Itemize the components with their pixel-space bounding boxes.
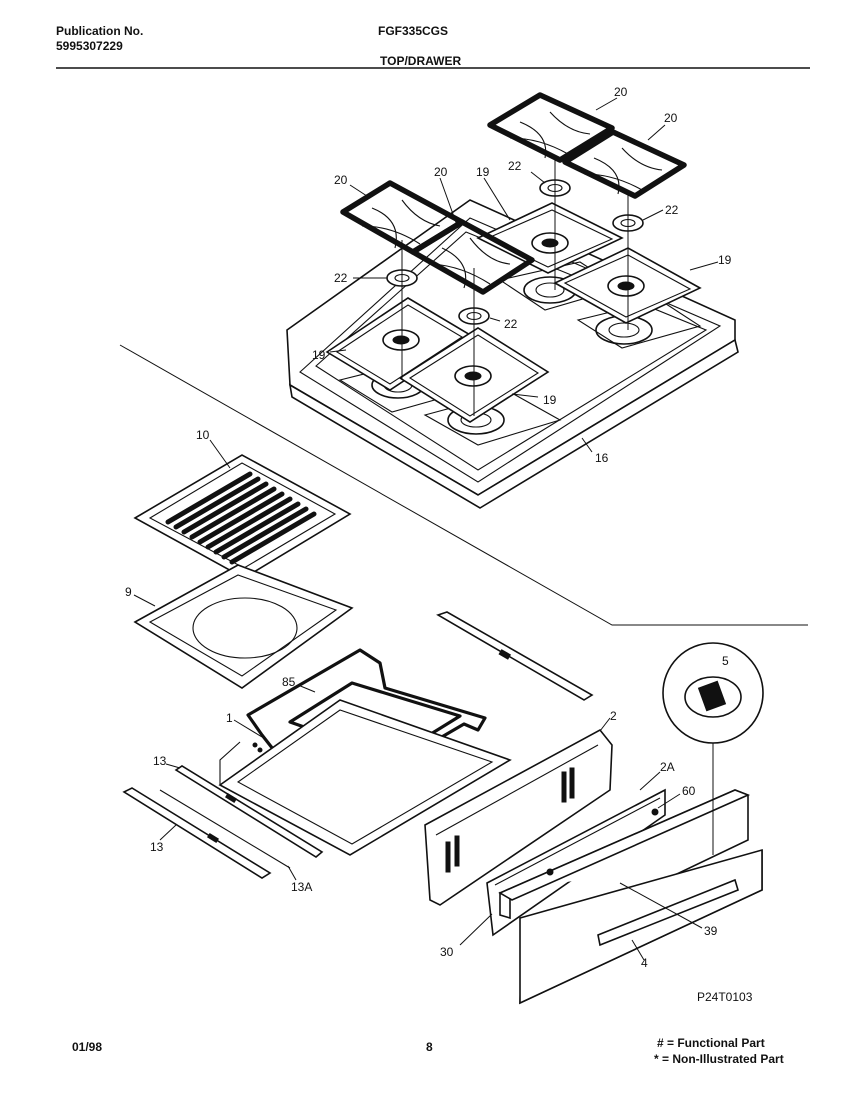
section-divider-line xyxy=(119,344,808,626)
footer-date: 01/98 xyxy=(72,1040,103,1054)
legend-functional-part: # = Functional Part xyxy=(657,1036,765,1050)
callout-rail-upper: 13 xyxy=(153,754,167,768)
callout-grate-b: 20 xyxy=(664,111,678,125)
callout-grate-c: 20 xyxy=(334,173,348,187)
callout-broiler-pan: 9 xyxy=(125,585,132,599)
drawer-side-rail-lower xyxy=(122,787,291,879)
broiler-pan xyxy=(133,564,354,689)
footer-page-number: 8 xyxy=(426,1040,433,1054)
callout-knob: 5 xyxy=(722,654,729,668)
callout-broiler-grid: 10 xyxy=(196,428,210,442)
burner-bowl-left-rear xyxy=(325,297,474,391)
callout-handle: 39 xyxy=(704,924,718,938)
callout-cap-a: 22 xyxy=(508,159,522,173)
grate-right-rear xyxy=(487,92,615,163)
callout-rail-lower: 13 xyxy=(150,840,164,854)
drawer-front xyxy=(498,789,763,1005)
drawer-side-rail-upper xyxy=(174,765,324,858)
callout-grate-d: 20 xyxy=(434,165,448,179)
callout-drawer-front: 4 xyxy=(641,956,648,970)
callout-cap-b: 22 xyxy=(665,203,679,217)
publication-label: Publication No. xyxy=(56,24,144,38)
callout-drawer-back: 2 xyxy=(610,709,617,723)
legend-non-illustrated-part: * = Non-Illustrated Part xyxy=(654,1052,784,1066)
callout-clip: 30 xyxy=(440,945,454,959)
model-number: FGF335CGS xyxy=(378,24,449,38)
callout-grate-a: 20 xyxy=(614,85,628,99)
callout-cap-d: 22 xyxy=(504,317,518,331)
diagram-id: P24T0103 xyxy=(697,990,753,1004)
callout-rail-13a: 13A xyxy=(291,880,312,894)
callout-drawer-liner: 1 xyxy=(226,711,233,725)
drawer-rear-rail xyxy=(436,611,594,701)
callout-bowl-a: 19 xyxy=(476,165,490,179)
drawer-liner xyxy=(218,699,512,856)
burner-bowl-right-rear xyxy=(476,202,624,274)
drawer-back-panel xyxy=(424,728,613,906)
publication-number: 5995307229 xyxy=(56,39,123,53)
callout-bowl-c: 19 xyxy=(312,348,326,362)
callout-bumper: 60 xyxy=(682,784,696,798)
grate-right-front xyxy=(562,129,687,199)
knob-detail xyxy=(662,642,764,855)
broiler-grid xyxy=(133,454,352,579)
callout-front-panel: 2A xyxy=(660,760,675,774)
callout-bowl-b: 19 xyxy=(718,253,732,267)
grate-left-front xyxy=(410,219,535,295)
callout-cooktop: 16 xyxy=(595,451,609,465)
section-title: TOP/DRAWER xyxy=(380,54,462,68)
callout-bowl-d: 19 xyxy=(543,393,557,407)
callout-cap-c: 22 xyxy=(334,271,348,285)
callout-drawer-frame: 85 xyxy=(282,675,296,689)
